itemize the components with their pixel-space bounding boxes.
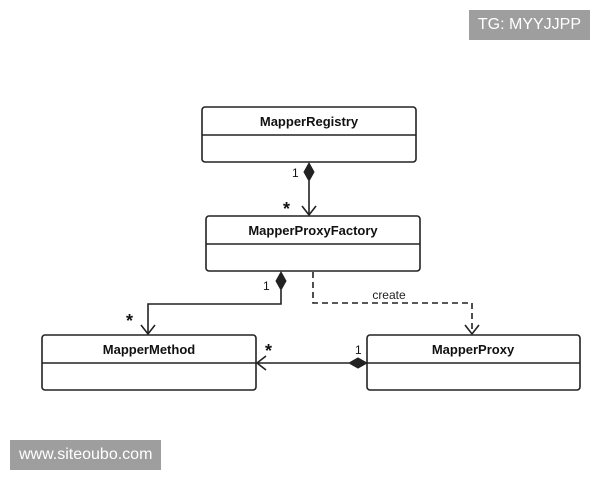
composition-diamond-icon xyxy=(347,357,369,369)
multiplicity-target: * xyxy=(265,341,272,361)
arrowhead-icon xyxy=(140,324,156,336)
composition-proxy-method: 1 * xyxy=(255,341,369,371)
composition-factory-method: 1 * xyxy=(126,270,287,336)
class-box-mapper-proxy-factory[interactable]: MapperProxyFactory xyxy=(205,215,421,272)
class-box-mapper-method[interactable]: MapperMethod xyxy=(41,334,257,391)
multiplicity-target: * xyxy=(283,199,290,219)
class-name-mapper-proxy-factory: MapperProxyFactory xyxy=(248,223,378,238)
class-name-mapper-registry: MapperRegistry xyxy=(260,114,359,129)
class-name-mapper-proxy: MapperProxy xyxy=(432,342,515,357)
class-box-mapper-proxy[interactable]: MapperProxy xyxy=(366,334,581,391)
composition-registry-factory: 1 * xyxy=(283,161,317,219)
class-name-mapper-method: MapperMethod xyxy=(103,342,196,357)
multiplicity-source: 1 xyxy=(355,343,362,357)
connector-line xyxy=(147,290,282,334)
watermark-top: TG: MYYJJPP xyxy=(468,10,590,40)
multiplicity-source: 1 xyxy=(263,279,270,293)
multiplicity-target: * xyxy=(126,311,133,331)
arrowhead-icon xyxy=(255,355,267,371)
watermark-bottom: www.siteoubo.com xyxy=(10,440,162,470)
relation-label-create: create xyxy=(372,288,406,302)
dependency-factory-proxy: create xyxy=(312,272,480,336)
arrowhead-icon xyxy=(464,324,480,336)
composition-diamond-icon xyxy=(303,161,315,183)
dashed-connector-line xyxy=(312,272,473,334)
multiplicity-source: 1 xyxy=(292,166,299,180)
composition-diamond-icon xyxy=(275,270,287,292)
arrowhead-icon xyxy=(301,205,317,217)
class-box-mapper-registry[interactable]: MapperRegistry xyxy=(201,106,417,163)
